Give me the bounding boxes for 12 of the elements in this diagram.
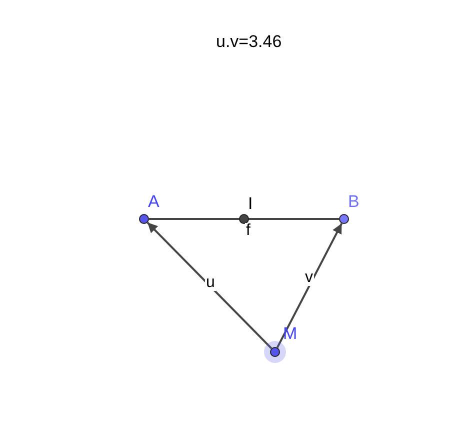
- line-segment: [149, 218, 339, 220]
- point-dot: [339, 214, 349, 224]
- point-label: M: [283, 325, 298, 342]
- vector-arrow: [146, 222, 272, 350]
- point-label: I: [248, 195, 253, 212]
- vector-arrow: [276, 222, 343, 348]
- point-dot: [139, 214, 149, 224]
- point-dot: [239, 214, 249, 224]
- formula-text: u.v=3.46: [216, 33, 282, 50]
- point-label: B: [348, 193, 360, 210]
- point-label: A: [148, 193, 160, 210]
- point-dot: [270, 347, 280, 357]
